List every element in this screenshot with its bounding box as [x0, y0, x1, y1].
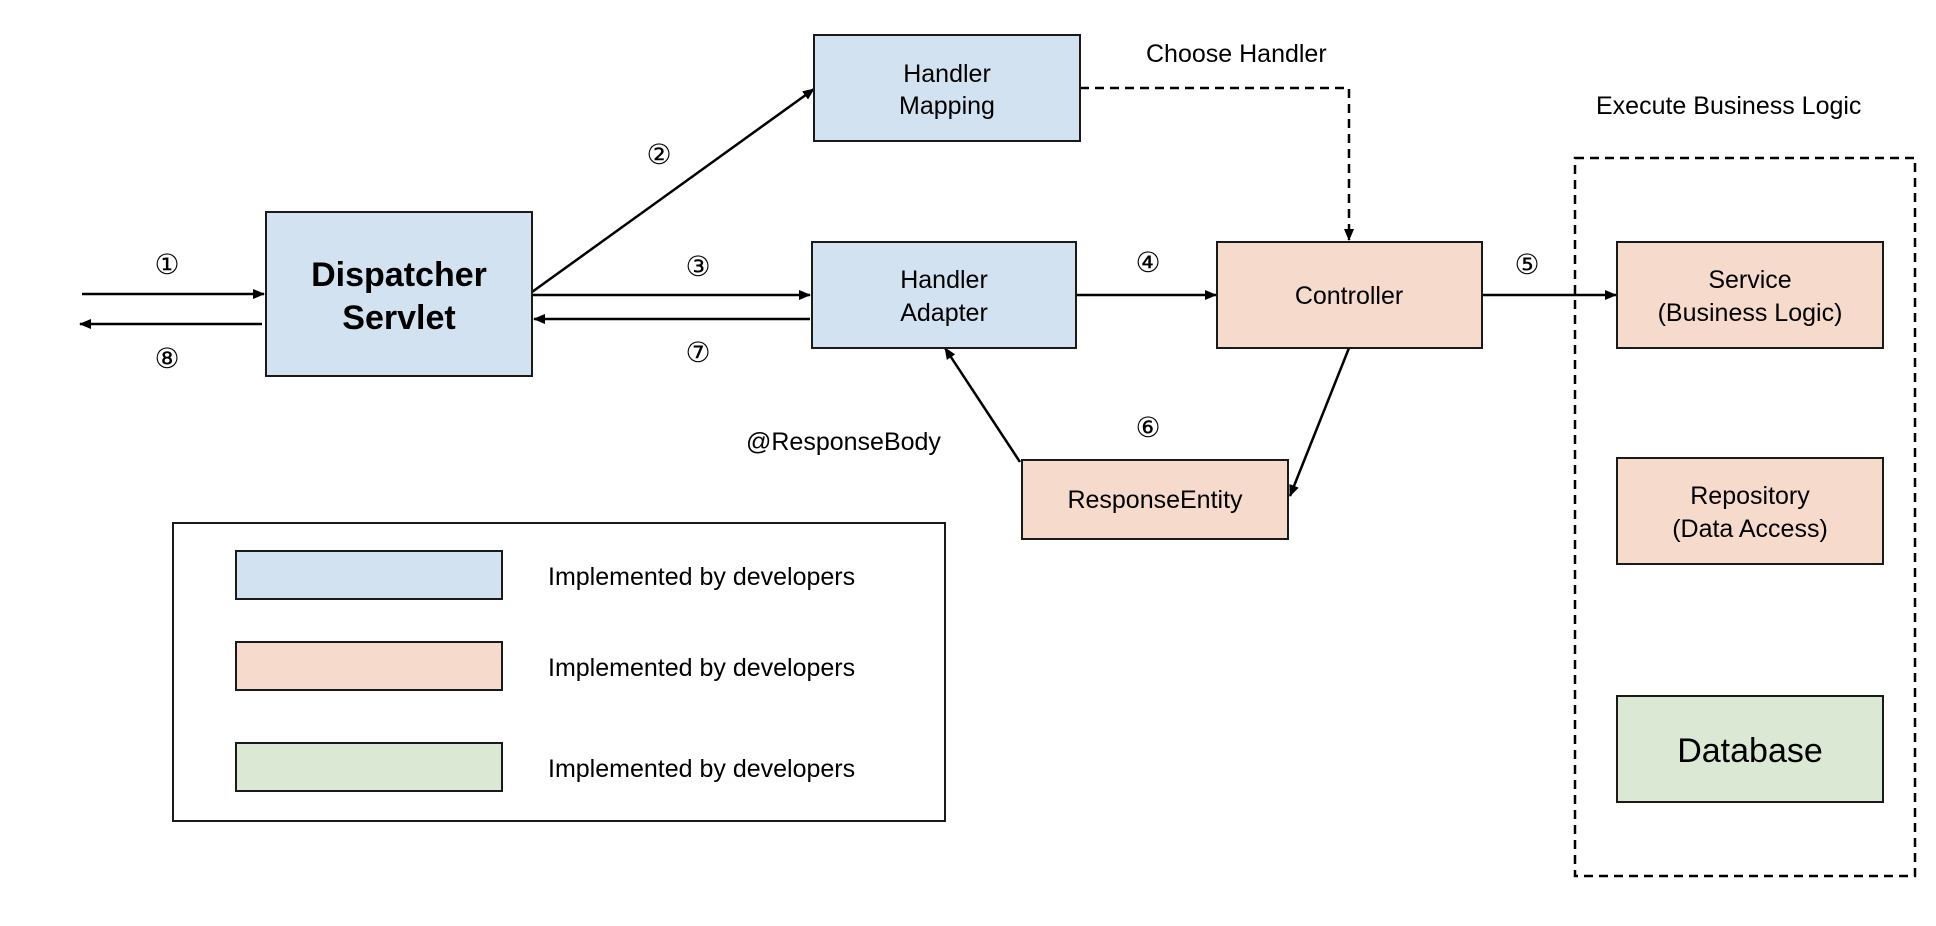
business-logic-group-border — [1573, 156, 1917, 878]
node-service: Service (Business Logic) — [1616, 241, 1884, 349]
arrow-responseentity-to-adapter — [943, 347, 1022, 463]
handler-mapping-label-line2: Mapping — [899, 92, 995, 120]
step-5: ⑤ — [1514, 249, 1539, 280]
step-6: ⑥ — [1135, 412, 1160, 443]
legend-border — [172, 522, 946, 822]
arrow-mapping-to-controller — [1080, 86, 1354, 241]
step-1: ① — [154, 249, 179, 280]
database-label: Database — [1677, 732, 1823, 770]
node-handler-adapter: Handler Adapter — [811, 241, 1077, 349]
controller-label: Controller — [1295, 282, 1403, 310]
legend-label-1: Implemented by developers — [548, 563, 855, 591]
dispatcher-label-line2: Servlet — [342, 299, 455, 337]
choose-handler-label: Choose Handler — [1146, 40, 1327, 68]
legend-label-3: Implemented by developers — [548, 755, 855, 783]
arrow-dispatcher-to-mapping — [531, 87, 815, 294]
handler-adapter-label-line1: Handler — [900, 266, 988, 294]
step-2: ② — [646, 139, 671, 170]
handler-adapter-label-line2: Adapter — [900, 299, 988, 327]
execute-business-logic-label: Execute Business Logic — [1596, 92, 1861, 120]
legend-swatch-green — [235, 742, 503, 792]
legend-label-2: Implemented by developers — [548, 654, 855, 682]
node-handler-mapping: Handler Mapping — [813, 34, 1081, 142]
handler-mapping-label-line1: Handler — [903, 60, 991, 88]
repository-label-line2: (Data Access) — [1672, 515, 1828, 543]
legend-swatch-blue — [235, 550, 503, 600]
node-controller: Controller — [1216, 241, 1483, 349]
repository-label-line1: Repository — [1690, 482, 1810, 510]
dispatcher-label-line1: Dispatcher — [311, 256, 487, 294]
legend: Implemented by developers Implemented by… — [172, 522, 946, 822]
step-7: ⑦ — [685, 337, 710, 368]
legend-swatch-peach — [235, 641, 503, 691]
service-label-line1: Service — [1708, 266, 1791, 294]
node-repository: Repository (Data Access) — [1616, 457, 1884, 565]
step-8: ⑧ — [154, 343, 179, 374]
node-response-entity: ResponseEntity — [1021, 459, 1289, 540]
edges — [79, 86, 1617, 497]
service-label-line2: (Business Logic) — [1658, 299, 1843, 327]
node-dispatcher-servlet: Dispatcher Servlet — [265, 211, 533, 377]
response-body-label: @ResponseBody — [746, 428, 941, 456]
node-database: Database — [1616, 695, 1884, 803]
response-entity-label: ResponseEntity — [1067, 486, 1243, 514]
arrow-controller-to-responseentity — [1288, 347, 1351, 497]
step-4: ④ — [1135, 247, 1160, 278]
step-3: ③ — [685, 251, 710, 282]
